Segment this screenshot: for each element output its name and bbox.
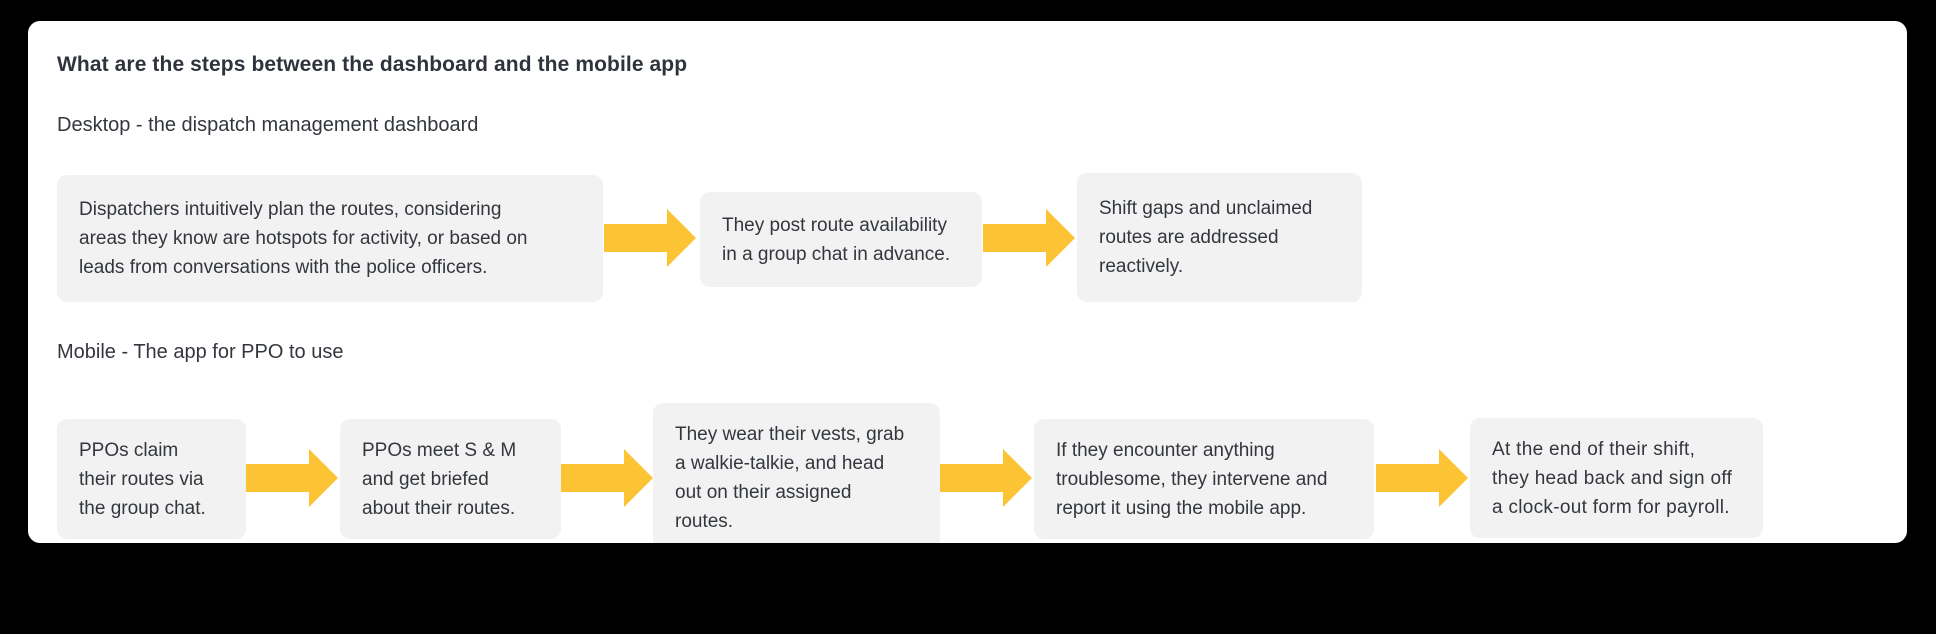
section-label-mobile: Mobile - The app for PPO to use [57, 341, 344, 363]
flow-arrow-icon [940, 449, 1032, 507]
flow-step-box: Shift gaps and unclaimed routes are addr… [1077, 173, 1362, 302]
flow-arrow-icon [561, 449, 653, 507]
arrow-shape [983, 209, 1075, 267]
flow-step-box: They wear their vests, grab a walkie-tal… [653, 403, 940, 543]
flow-step-box: PPOs claim their routes via the group ch… [57, 419, 246, 539]
arrow-shape [604, 209, 696, 267]
flow-step-box: At the end of their shift, they head bac… [1470, 418, 1763, 538]
flow-step-box: PPOs meet S & M and get briefed about th… [340, 419, 561, 539]
diagram-title: What are the steps between the dashboard… [57, 53, 688, 76]
flow-arrow-icon [246, 449, 338, 507]
arrow-shape [1376, 449, 1468, 507]
flow-step-box: If they encounter anything troublesome, … [1034, 419, 1374, 539]
arrow-shape [246, 449, 338, 507]
flow-arrow-icon [604, 209, 696, 267]
flow-step-box: They post route availability in a group … [700, 192, 982, 287]
diagram-card: What are the steps between the dashboard… [28, 21, 1907, 543]
flow-arrow-icon [1376, 449, 1468, 507]
section-label-desktop: Desktop - the dispatch management dashbo… [57, 114, 479, 136]
flow-step-box: Dispatchers intuitively plan the routes,… [57, 175, 603, 302]
arrow-shape [561, 449, 653, 507]
flow-arrow-icon [983, 209, 1075, 267]
arrow-shape [940, 449, 1032, 507]
